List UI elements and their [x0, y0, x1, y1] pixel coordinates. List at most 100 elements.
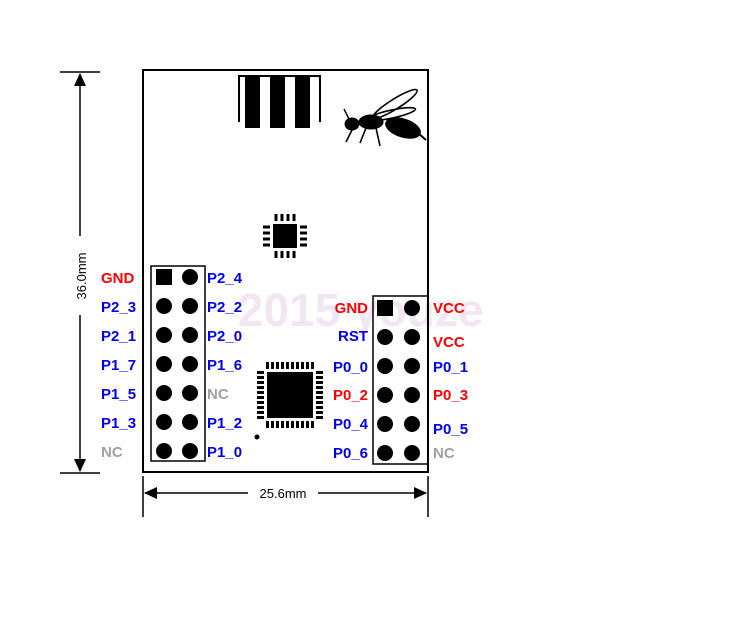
chip-pad: [286, 362, 289, 369]
wasp-logo-icon: [343, 88, 427, 147]
chip-pad: [306, 362, 309, 369]
header-pin: [182, 327, 198, 343]
pin-label: P1_7: [101, 357, 136, 374]
header-pin: [404, 416, 420, 432]
pin-label: P0_0: [333, 359, 368, 376]
chip-pad: [281, 421, 284, 428]
chip-pad: [301, 362, 304, 369]
chip-pad: [257, 391, 264, 394]
chip-pad: [257, 396, 264, 399]
header-pin: [377, 358, 393, 374]
chip-pad: [306, 421, 309, 428]
chip-pad: [316, 416, 323, 419]
pin-label: NC: [433, 445, 455, 462]
chip-pad: [311, 421, 314, 428]
small-qfn-chip-icon: [263, 214, 307, 258]
chip-pad: [257, 401, 264, 404]
chip-pad: [316, 396, 323, 399]
chip-pad: [316, 401, 323, 404]
header-pin: [404, 300, 420, 316]
chip-pad: [296, 421, 299, 428]
width-label: 25.6mm: [260, 486, 307, 501]
chip-pad: [263, 243, 270, 247]
left-header-outline: [150, 265, 206, 462]
pin-label: P0_6: [333, 445, 368, 462]
chip-pad: [280, 251, 284, 258]
left-header-inner-labels: P2_4 P2_2 P2_0 P1_6 NC P1_2 P1_0: [207, 270, 243, 461]
chip-pad: [280, 214, 284, 221]
chip-pad: [286, 421, 289, 428]
pin-label: GND: [101, 270, 135, 287]
chip-pad: [276, 421, 279, 428]
chip-pad: [300, 237, 307, 241]
pin-label: P2_2: [207, 299, 242, 316]
header-pin: [377, 416, 393, 432]
pin-label: P0_3: [433, 387, 468, 404]
height-dimension: 36.0mm: [60, 71, 100, 474]
chip-pad: [257, 371, 264, 374]
chip-pad: [300, 225, 307, 229]
chip-pad: [300, 231, 307, 235]
header-pin: [377, 445, 393, 461]
header-pin: [156, 443, 172, 459]
pin-label: VCC: [433, 300, 465, 317]
chip-pad: [316, 386, 323, 389]
pin-label: RST: [338, 328, 368, 345]
pin1-marker-dot: [254, 434, 260, 440]
chip-pad: [281, 362, 284, 369]
chip-pad: [263, 237, 270, 241]
height-label: 36.0mm: [74, 253, 89, 300]
header-pin: [156, 385, 172, 401]
antenna-icon: [238, 75, 321, 128]
watermark: 2015 youze: [238, 284, 483, 336]
right-header-pins: [377, 300, 420, 461]
chip-pad: [263, 225, 270, 229]
left-header-pins: [156, 269, 198, 459]
chip-pad: [263, 231, 270, 235]
pin-label: P2_4: [207, 270, 243, 287]
pin-label: P0_1: [433, 359, 468, 376]
pin-label: P1_0: [207, 444, 242, 461]
chip-pad: [316, 376, 323, 379]
header-pin: [182, 414, 198, 430]
header-pin: [182, 356, 198, 372]
pin-label: GND: [335, 300, 369, 317]
chip-pad: [271, 362, 274, 369]
right-header-outline: [372, 295, 429, 465]
pin-label: NC: [101, 444, 123, 461]
chip-pad: [271, 421, 274, 428]
chip-pad: [301, 421, 304, 428]
chip-pad: [291, 362, 294, 369]
chip-pad: [316, 381, 323, 384]
chip-pad: [276, 362, 279, 369]
header-pin: [377, 329, 393, 345]
right-header-outer-labels: VCC VCC P0_1 P0_3 P0_5 NC: [433, 300, 468, 462]
pin-label: P2_0: [207, 328, 242, 345]
chip-pad: [257, 406, 264, 409]
chip-pad: [257, 386, 264, 389]
pin-label: P0_5: [433, 421, 468, 438]
chip-pad: [257, 416, 264, 419]
chip-pad: [274, 214, 278, 221]
chip-pad: [316, 411, 323, 414]
pin-label: P2_1: [101, 328, 136, 345]
main-qfp-chip-icon: [254, 362, 323, 440]
header-pin: [404, 329, 420, 345]
pin-label: P0_2: [333, 387, 368, 404]
chip-pad: [316, 406, 323, 409]
chip-pad: [274, 251, 278, 258]
right-header-inner-labels: GND RST P0_0 P0_2 P0_4 P0_6: [333, 300, 369, 462]
square-pin-1: [156, 269, 172, 285]
header-pin: [156, 414, 172, 430]
pin-label: P0_4: [333, 416, 369, 433]
pin-label: P1_3: [101, 415, 136, 432]
chip-pad: [286, 251, 290, 258]
board-outline: [142, 69, 429, 473]
pin-label: P1_2: [207, 415, 242, 432]
pin-label: P1_5: [101, 386, 136, 403]
pin-label: P2_3: [101, 299, 136, 316]
chip-pad: [266, 421, 269, 428]
square-pin-1: [377, 300, 393, 316]
chip-pad: [311, 362, 314, 369]
